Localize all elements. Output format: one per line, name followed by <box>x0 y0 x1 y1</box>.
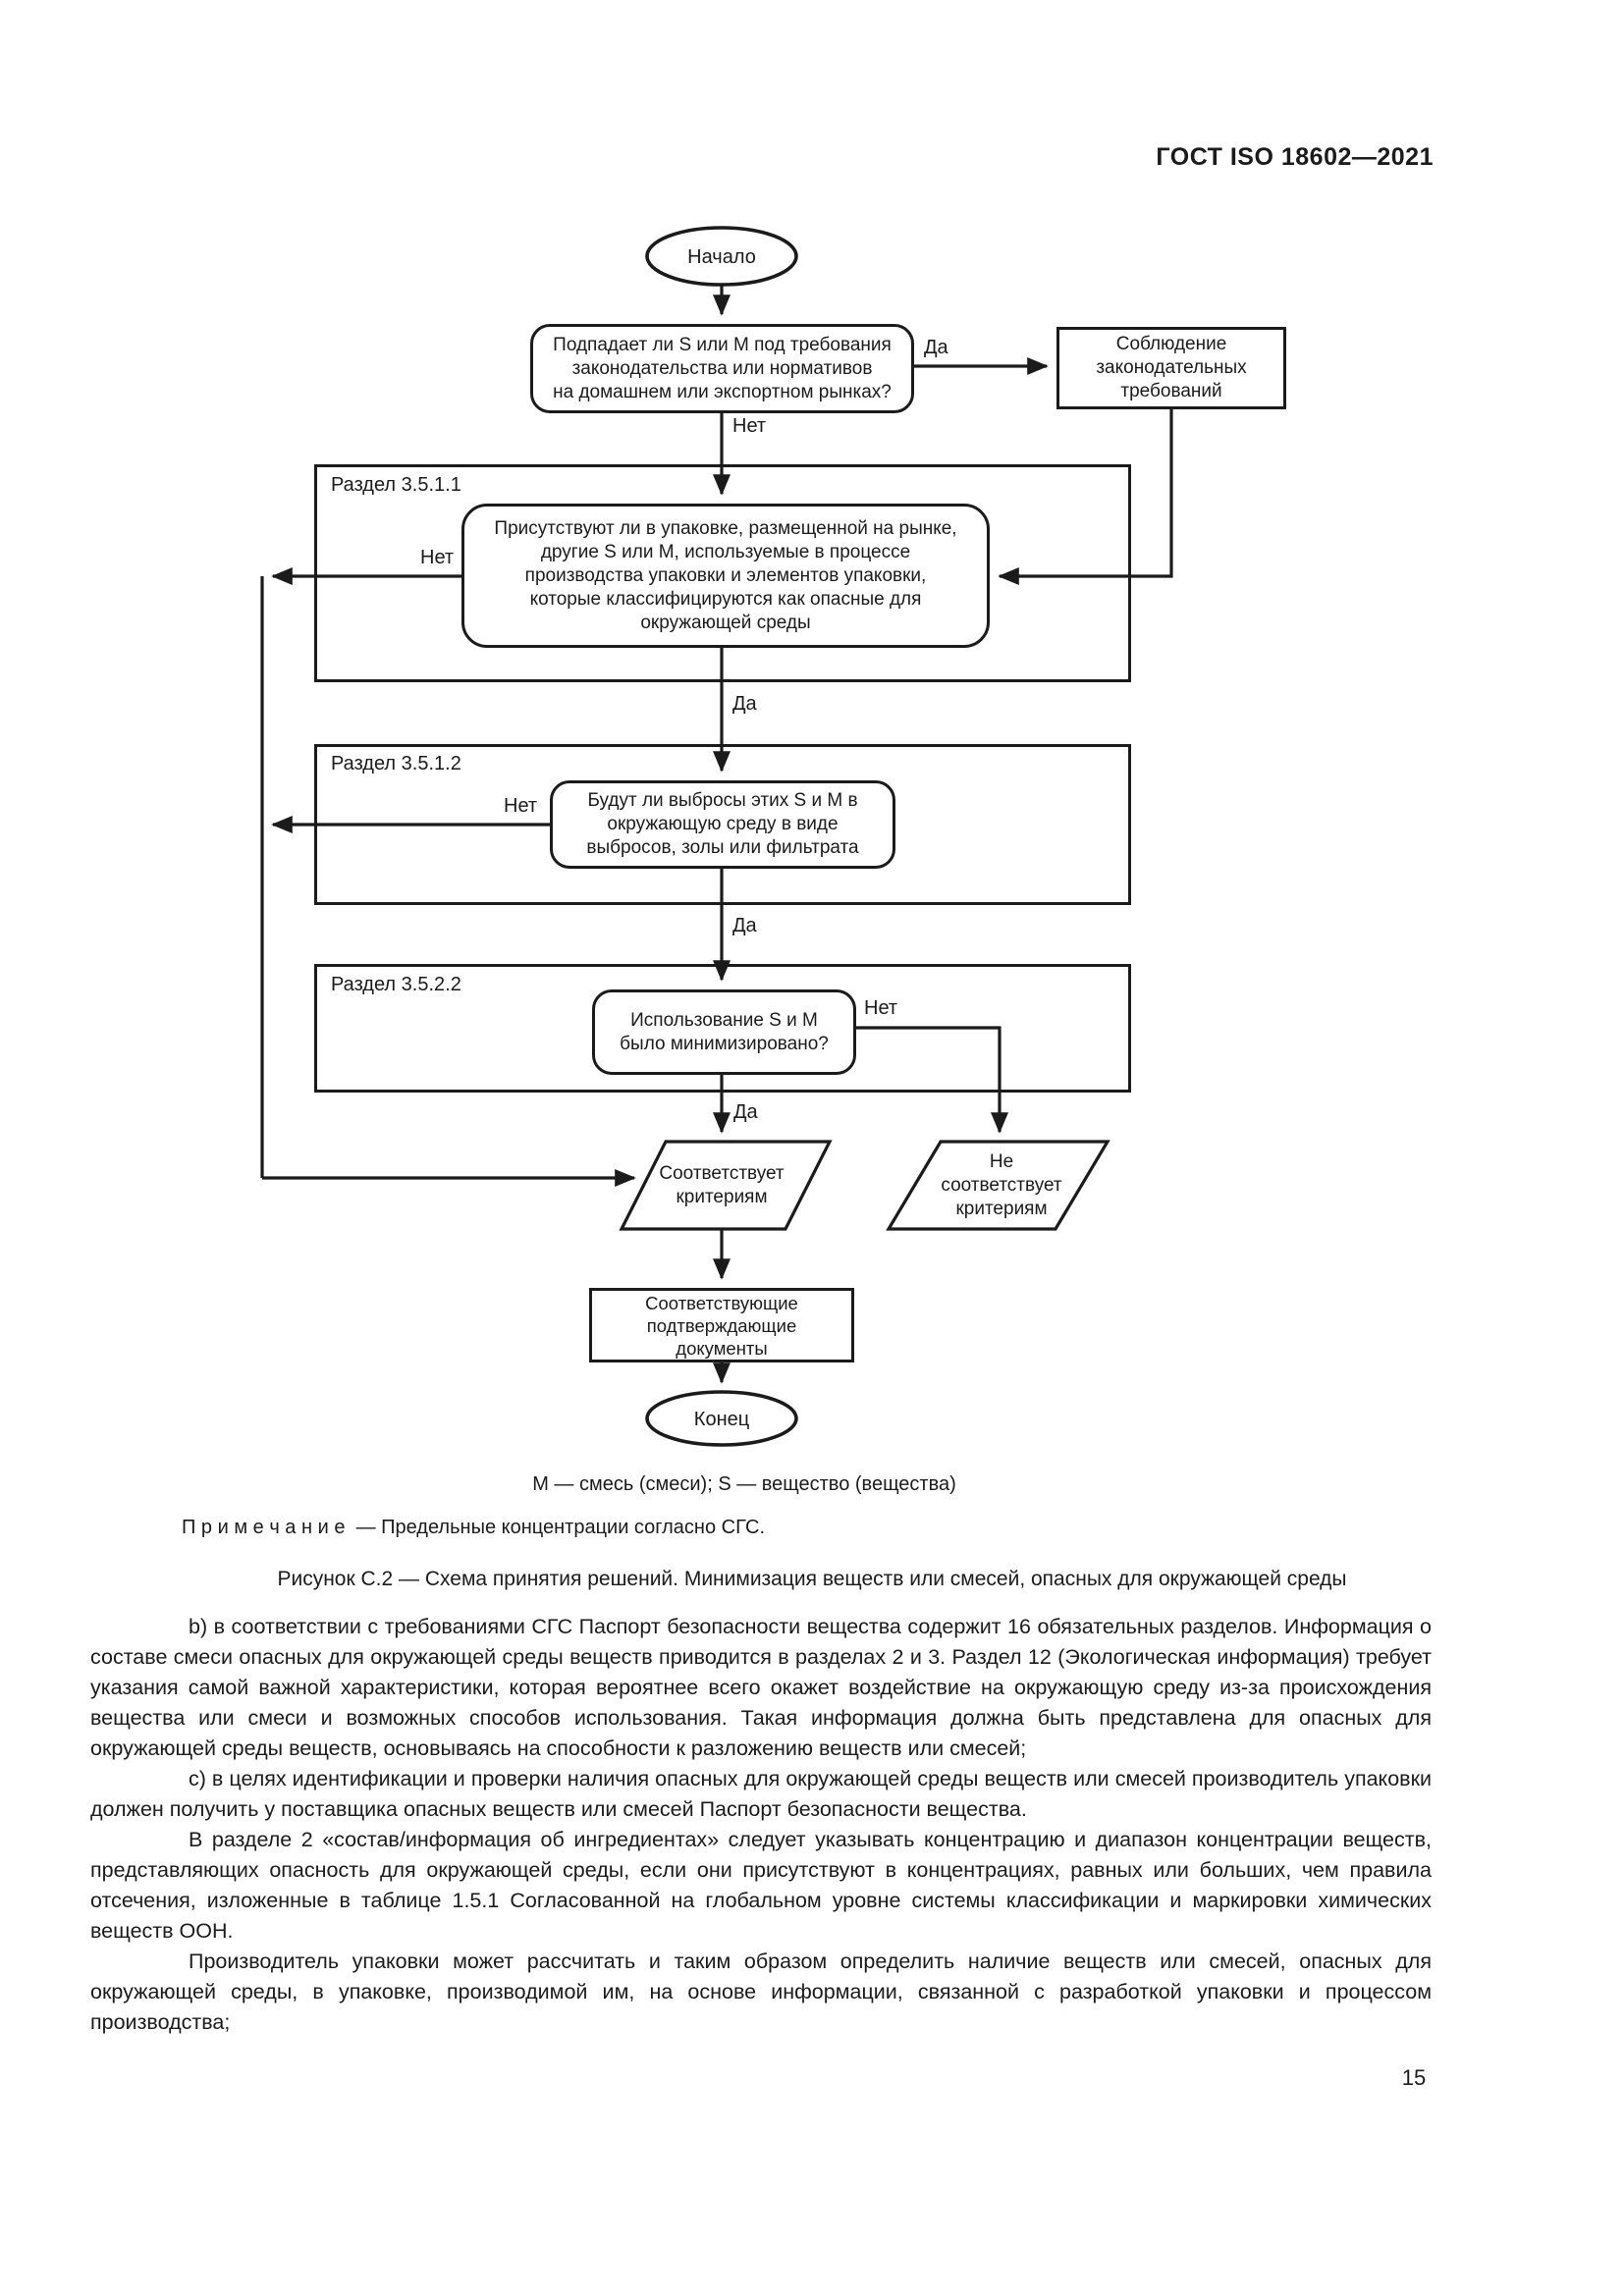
label-no-q3: Нет <box>504 795 538 817</box>
output-not-meets-criteria: Не соответствует критериям <box>941 1151 1062 1219</box>
end-terminator: Конец <box>693 1408 750 1430</box>
edge-q4-notmeets <box>856 1026 1008 1134</box>
document-header: ГОСТ ISO 18602—2021 <box>1156 143 1434 171</box>
decision-minimized: Использование S и M было минимизировано? <box>592 989 856 1075</box>
output-meets-criteria: Соответствует критериям <box>659 1163 785 1207</box>
decision-other-substances: Присутствуют ли в упаковке, размещенной … <box>461 504 990 648</box>
figure-legend: М — смесь (смеси); S — вещество (веществ… <box>532 1473 956 1495</box>
label-yes-q3: Да <box>732 915 757 936</box>
start-terminator: Начало <box>687 245 756 268</box>
body-text: b) в соответствии с требованиями СГС Пас… <box>90 1612 1432 2038</box>
note-text: — Предельные концентрации согласно СГС. <box>355 1517 766 1538</box>
edge-compliance-q2 <box>998 409 1173 585</box>
section-3-5-1-2 <box>314 744 1131 905</box>
section-3-5-2-2 <box>314 964 1131 1093</box>
note-label: П р и м е ч а н и е <box>182 1517 346 1538</box>
section-3-5-1-1-label: Раздел 3.5.1.1 <box>331 474 461 496</box>
body-paragraph-manufacturer: Производитель упаковки может рассчитать … <box>90 1949 1432 2034</box>
label-no-q2: Нет <box>420 547 455 568</box>
section-3-5-2-2-label: Раздел 3.5.2.2 <box>331 974 461 995</box>
process-supporting-documents: Соответствующие подтверждающие документы <box>589 1288 854 1362</box>
decision-emissions: Будут ли выбросы этих S и M в окружающую… <box>550 780 895 869</box>
process-compliance: Соблюдение законодательных требований <box>1056 327 1286 409</box>
end-terminator-shape <box>645 1390 798 1447</box>
label-yes-q4: Да <box>733 1101 758 1123</box>
figure-caption: Рисунок С.2 — Схема принятия решений. Ми… <box>277 1568 1347 1590</box>
not-meets-criteria-shape <box>886 1140 1110 1231</box>
label-yes-q1: Да <box>924 337 948 358</box>
page-number: 15 <box>1401 2065 1427 2090</box>
section-3-5-1-2-label: Раздел 3.5.1.2 <box>331 753 461 774</box>
section-3-5-1-1 <box>314 464 1131 682</box>
body-paragraph-c: c) в целях идентификации и проверки нали… <box>90 1767 1432 1821</box>
label-no-q1: Нет <box>732 415 767 437</box>
label-yes-q2: Да <box>732 693 757 715</box>
body-paragraph-b: b) в соответствии с требованиями СГС Пас… <box>90 1615 1432 1760</box>
meets-criteria-shape <box>619 1140 833 1231</box>
label-no-q4: Нет <box>864 997 898 1019</box>
note-line: П р и м е ч а н и е — Предельные концент… <box>182 1516 765 1540</box>
decision-legal-requirements: Подпадает ли S или M под требования зако… <box>530 324 914 413</box>
body-paragraph-section2: В разделе 2 «состав/информация об ингред… <box>90 1828 1432 1943</box>
